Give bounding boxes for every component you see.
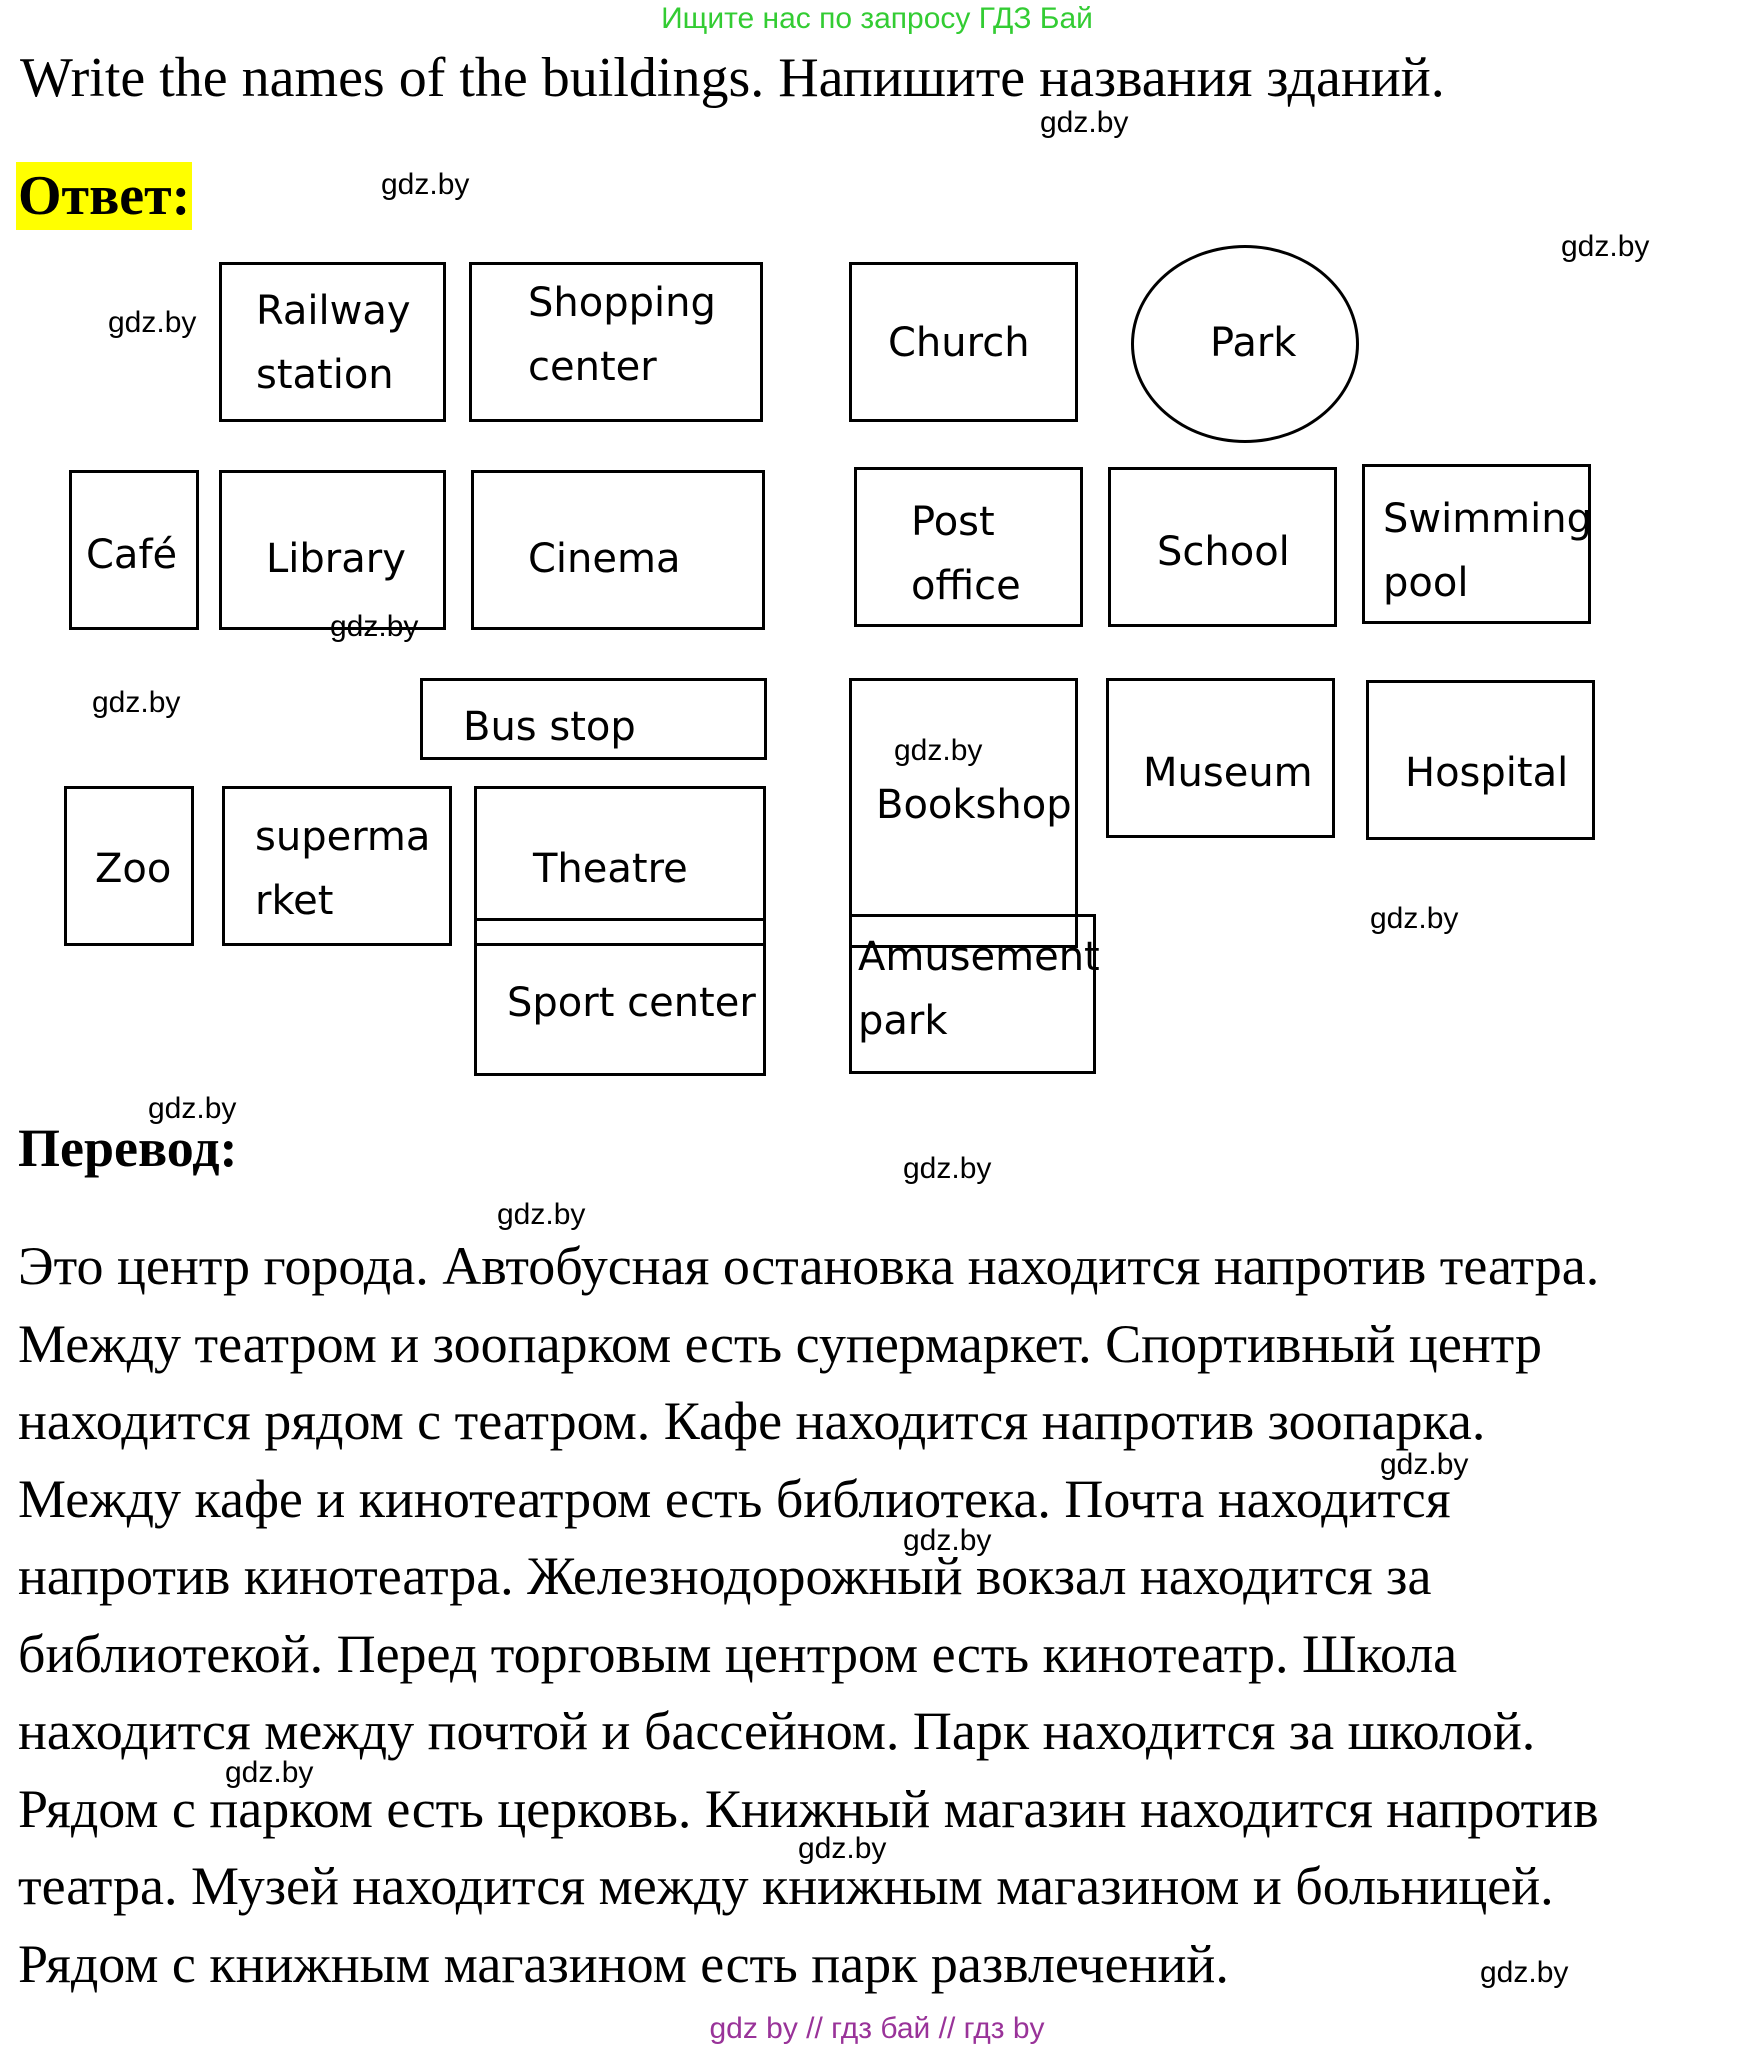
zoo-box: Zoo	[64, 786, 194, 946]
park-label: Park	[1210, 320, 1297, 366]
library-label: Library	[266, 536, 406, 582]
watermark: gdz.by	[903, 1152, 992, 1185]
cafe-box: Café	[69, 470, 199, 630]
amusement-park-box: Amusement park	[849, 914, 1100, 1074]
theatre-box: Theatre	[474, 786, 766, 946]
church-box: Church	[849, 262, 1078, 422]
watermark: gdz.by	[148, 1092, 237, 1125]
cinema-box: Cinema	[471, 470, 765, 630]
school-label: School	[1157, 529, 1290, 575]
swimming-pool-box: Swimming pool	[1362, 464, 1593, 624]
watermark: gdz.by	[108, 306, 197, 339]
bookshop-label: Bookshop	[876, 782, 1072, 828]
translation-line: находится между почтой и бассейном. Парк…	[18, 1701, 1536, 1761]
park-circle: Park	[1131, 245, 1359, 443]
museum-box: Museum	[1106, 678, 1335, 838]
top-banner[interactable]: Ищите нас по запросу ГДЗ Бай	[661, 2, 1093, 35]
theatre-label: Theatre	[533, 846, 688, 892]
shopping-center-label: Shopping center	[528, 280, 716, 390]
hospital-box: Hospital	[1366, 680, 1595, 840]
church-label: Church	[888, 320, 1030, 366]
watermark: gdz.by	[1380, 1448, 1469, 1481]
school-box: School	[1108, 467, 1337, 627]
railway-station-box: Railway station	[219, 262, 446, 422]
watermark: gdz.by	[1480, 1956, 1569, 1989]
footer-links[interactable]: gdz by // гдз бай // гдз by	[709, 2012, 1045, 2045]
post-office-box: Post office	[854, 467, 1083, 627]
translation-line: Рядом с книжным магазином есть парк разв…	[18, 1933, 1229, 1994]
hospital-label: Hospital	[1405, 750, 1569, 796]
watermark: gdz.by	[330, 610, 419, 643]
post-office-label: Post office	[911, 499, 1021, 609]
translation-line: Это центр города. Автобусная остановка н…	[18, 1236, 1600, 1296]
bookshop-box: Bookshop	[849, 678, 1078, 948]
watermark: gdz.by	[497, 1198, 586, 1231]
translation-line: театра. Музей находится между книжным ма…	[18, 1856, 1554, 1916]
translation-line: Между кафе и кинотеатром есть библиотека…	[18, 1468, 1451, 1529]
answer-label: Ответ:	[16, 162, 193, 230]
sport-center-box: Sport center	[474, 918, 766, 1076]
translation-line: напротив кинотеатра. Железнодорожный вок…	[18, 1546, 1432, 1606]
translation-label: Перевод:	[18, 1118, 238, 1178]
watermark: gdz.by	[894, 734, 983, 767]
watermark: gdz.by	[381, 168, 470, 201]
exercise-heading: Write the names of the buildings. Напиши…	[20, 47, 1445, 109]
watermark: gdz.by	[1040, 106, 1129, 139]
supermarket-label: superma rket	[255, 814, 431, 924]
translation-paragraph: Это центр города. Автобусная остановка н…	[18, 1228, 1738, 2003]
shopping-center-box: Shopping center	[469, 262, 763, 422]
translation-line: Рядом с парком есть церковь. Книжный маг…	[18, 1778, 1599, 1839]
cinema-label: Cinema	[528, 536, 681, 582]
bus-stop-label: Bus stop	[463, 704, 636, 750]
watermark: gdz.by	[1370, 902, 1459, 935]
watermark: gdz.by	[903, 1524, 992, 1557]
swimming-pool-label: Swimming pool	[1383, 496, 1593, 606]
zoo-label: Zoo	[95, 846, 172, 892]
bus-stop-box: Bus stop	[420, 678, 767, 760]
amusement-park-label: Amusement park	[858, 934, 1100, 1044]
translation-line: библиотекой. Перед торговым центром есть…	[18, 1623, 1458, 1684]
watermark: gdz.by	[225, 1756, 314, 1789]
library-box: Library	[219, 470, 446, 630]
translation-line: находится рядом с театром. Кафе находитс…	[18, 1391, 1486, 1451]
translation-line: Между театром и зоопарком есть супермарк…	[18, 1313, 1542, 1374]
watermark: gdz.by	[1561, 230, 1650, 263]
sport-center-label: Sport center	[507, 980, 756, 1026]
railway-station-label: Railway station	[256, 288, 411, 398]
watermark: gdz.by	[92, 686, 181, 719]
supermarket-box: superma rket	[222, 786, 452, 946]
museum-label: Museum	[1143, 750, 1313, 796]
watermark: gdz.by	[798, 1832, 887, 1865]
cafe-label: Café	[86, 532, 178, 578]
